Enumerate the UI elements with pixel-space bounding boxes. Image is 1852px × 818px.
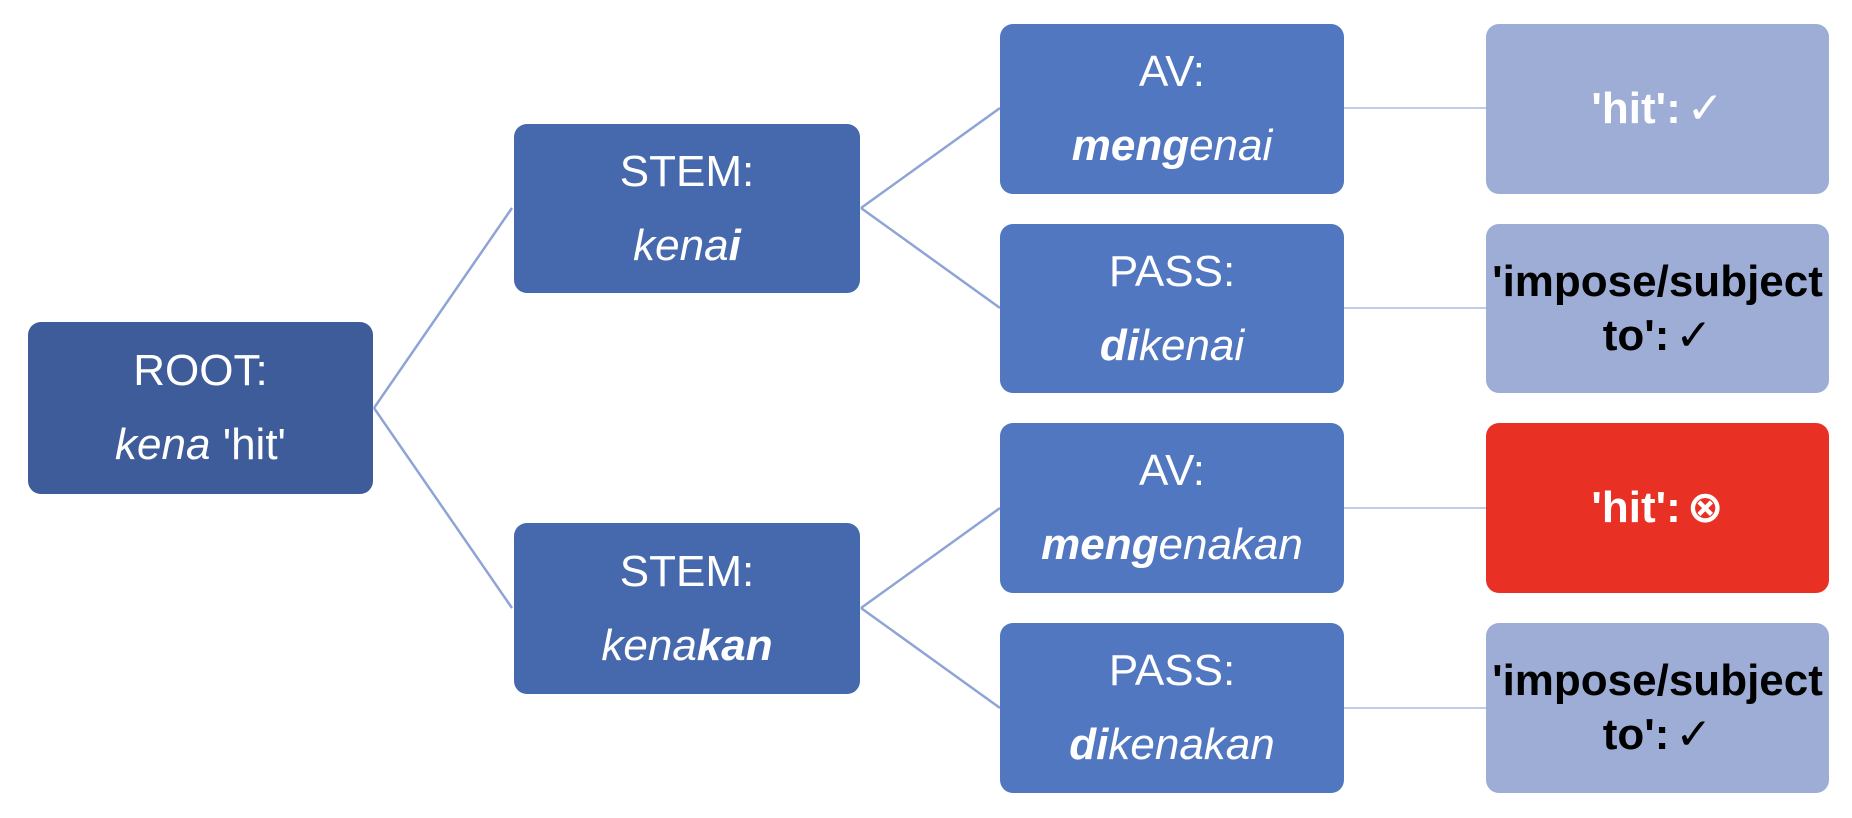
root-label: ROOT: [133,346,268,395]
form-node-pass-dikenakan: PASS: dikenakan [1000,623,1344,793]
check-icon: ✓ [1675,710,1713,759]
form-prefix: di [1069,720,1109,769]
result-node-impose-ok: 'impose/subject to':✓ [1486,224,1829,393]
stem-node-kenakan: STEM: kenakan [514,523,860,694]
connector-root-stem-2 [372,407,514,609]
connector-stem1-form-2 [860,206,1001,310]
stem-word: kenakan [601,620,773,670]
check-icon: ✓ [1686,84,1724,133]
result-text-line1: 'impose/subject [1492,656,1823,705]
stem-suffix: kan [696,620,773,670]
result-node-impose-ok-2: 'impose/subject to':✓ [1486,623,1829,793]
connector-stem2-form-4 [860,606,1001,710]
form-prefix: di [1099,320,1139,370]
form-label: AV: [1138,446,1206,495]
root-gloss: 'hit' [222,420,286,469]
stem-suffix: i [728,220,741,270]
form-label: PASS: [1108,246,1236,296]
form-word: mengenai [1071,121,1273,170]
form-prefix: meng [1041,520,1159,569]
stem-label: STEM: [619,146,755,196]
form-node-av-mengenai: AV: mengenai [1000,24,1344,194]
result-text-line2: to':✓ [1602,710,1713,759]
result-text-line2: to':✓ [1602,310,1713,360]
circled-x-icon: ⊗ [1686,483,1724,532]
result-node-hit-bad: 'hit':⊗ [1486,423,1829,593]
form-label: AV: [1138,47,1206,96]
stem-node-kenai: STEM: kenai [514,124,860,293]
check-icon: ✓ [1675,310,1713,360]
result-text: 'hit':⊗ [1591,483,1724,532]
stem-label: STEM: [619,546,755,596]
stem-word: kenai [633,220,741,270]
result-text-line1: 'impose/subject [1492,256,1823,306]
form-word: dikenai [1099,320,1245,370]
form-label: PASS: [1108,646,1236,695]
form-node-pass-dikenai: PASS: dikenai [1000,224,1344,393]
connector-stem1-form-1 [860,106,1001,210]
root-node: ROOT: kena 'hit' [28,322,373,494]
form-word: dikenakan [1069,720,1275,769]
form-node-av-mengenakan: AV: mengenakan [1000,423,1344,593]
connector-stem2-form-3 [860,506,1001,610]
form-word: mengenakan [1041,520,1303,569]
form-prefix: meng [1071,121,1190,170]
result-text: 'hit':✓ [1591,84,1724,133]
connector-root-stem-1 [372,207,514,409]
result-node-hit-ok: 'hit':✓ [1486,24,1829,194]
root-word: kena [115,420,211,469]
root-word-line: kena 'hit' [115,408,286,482]
